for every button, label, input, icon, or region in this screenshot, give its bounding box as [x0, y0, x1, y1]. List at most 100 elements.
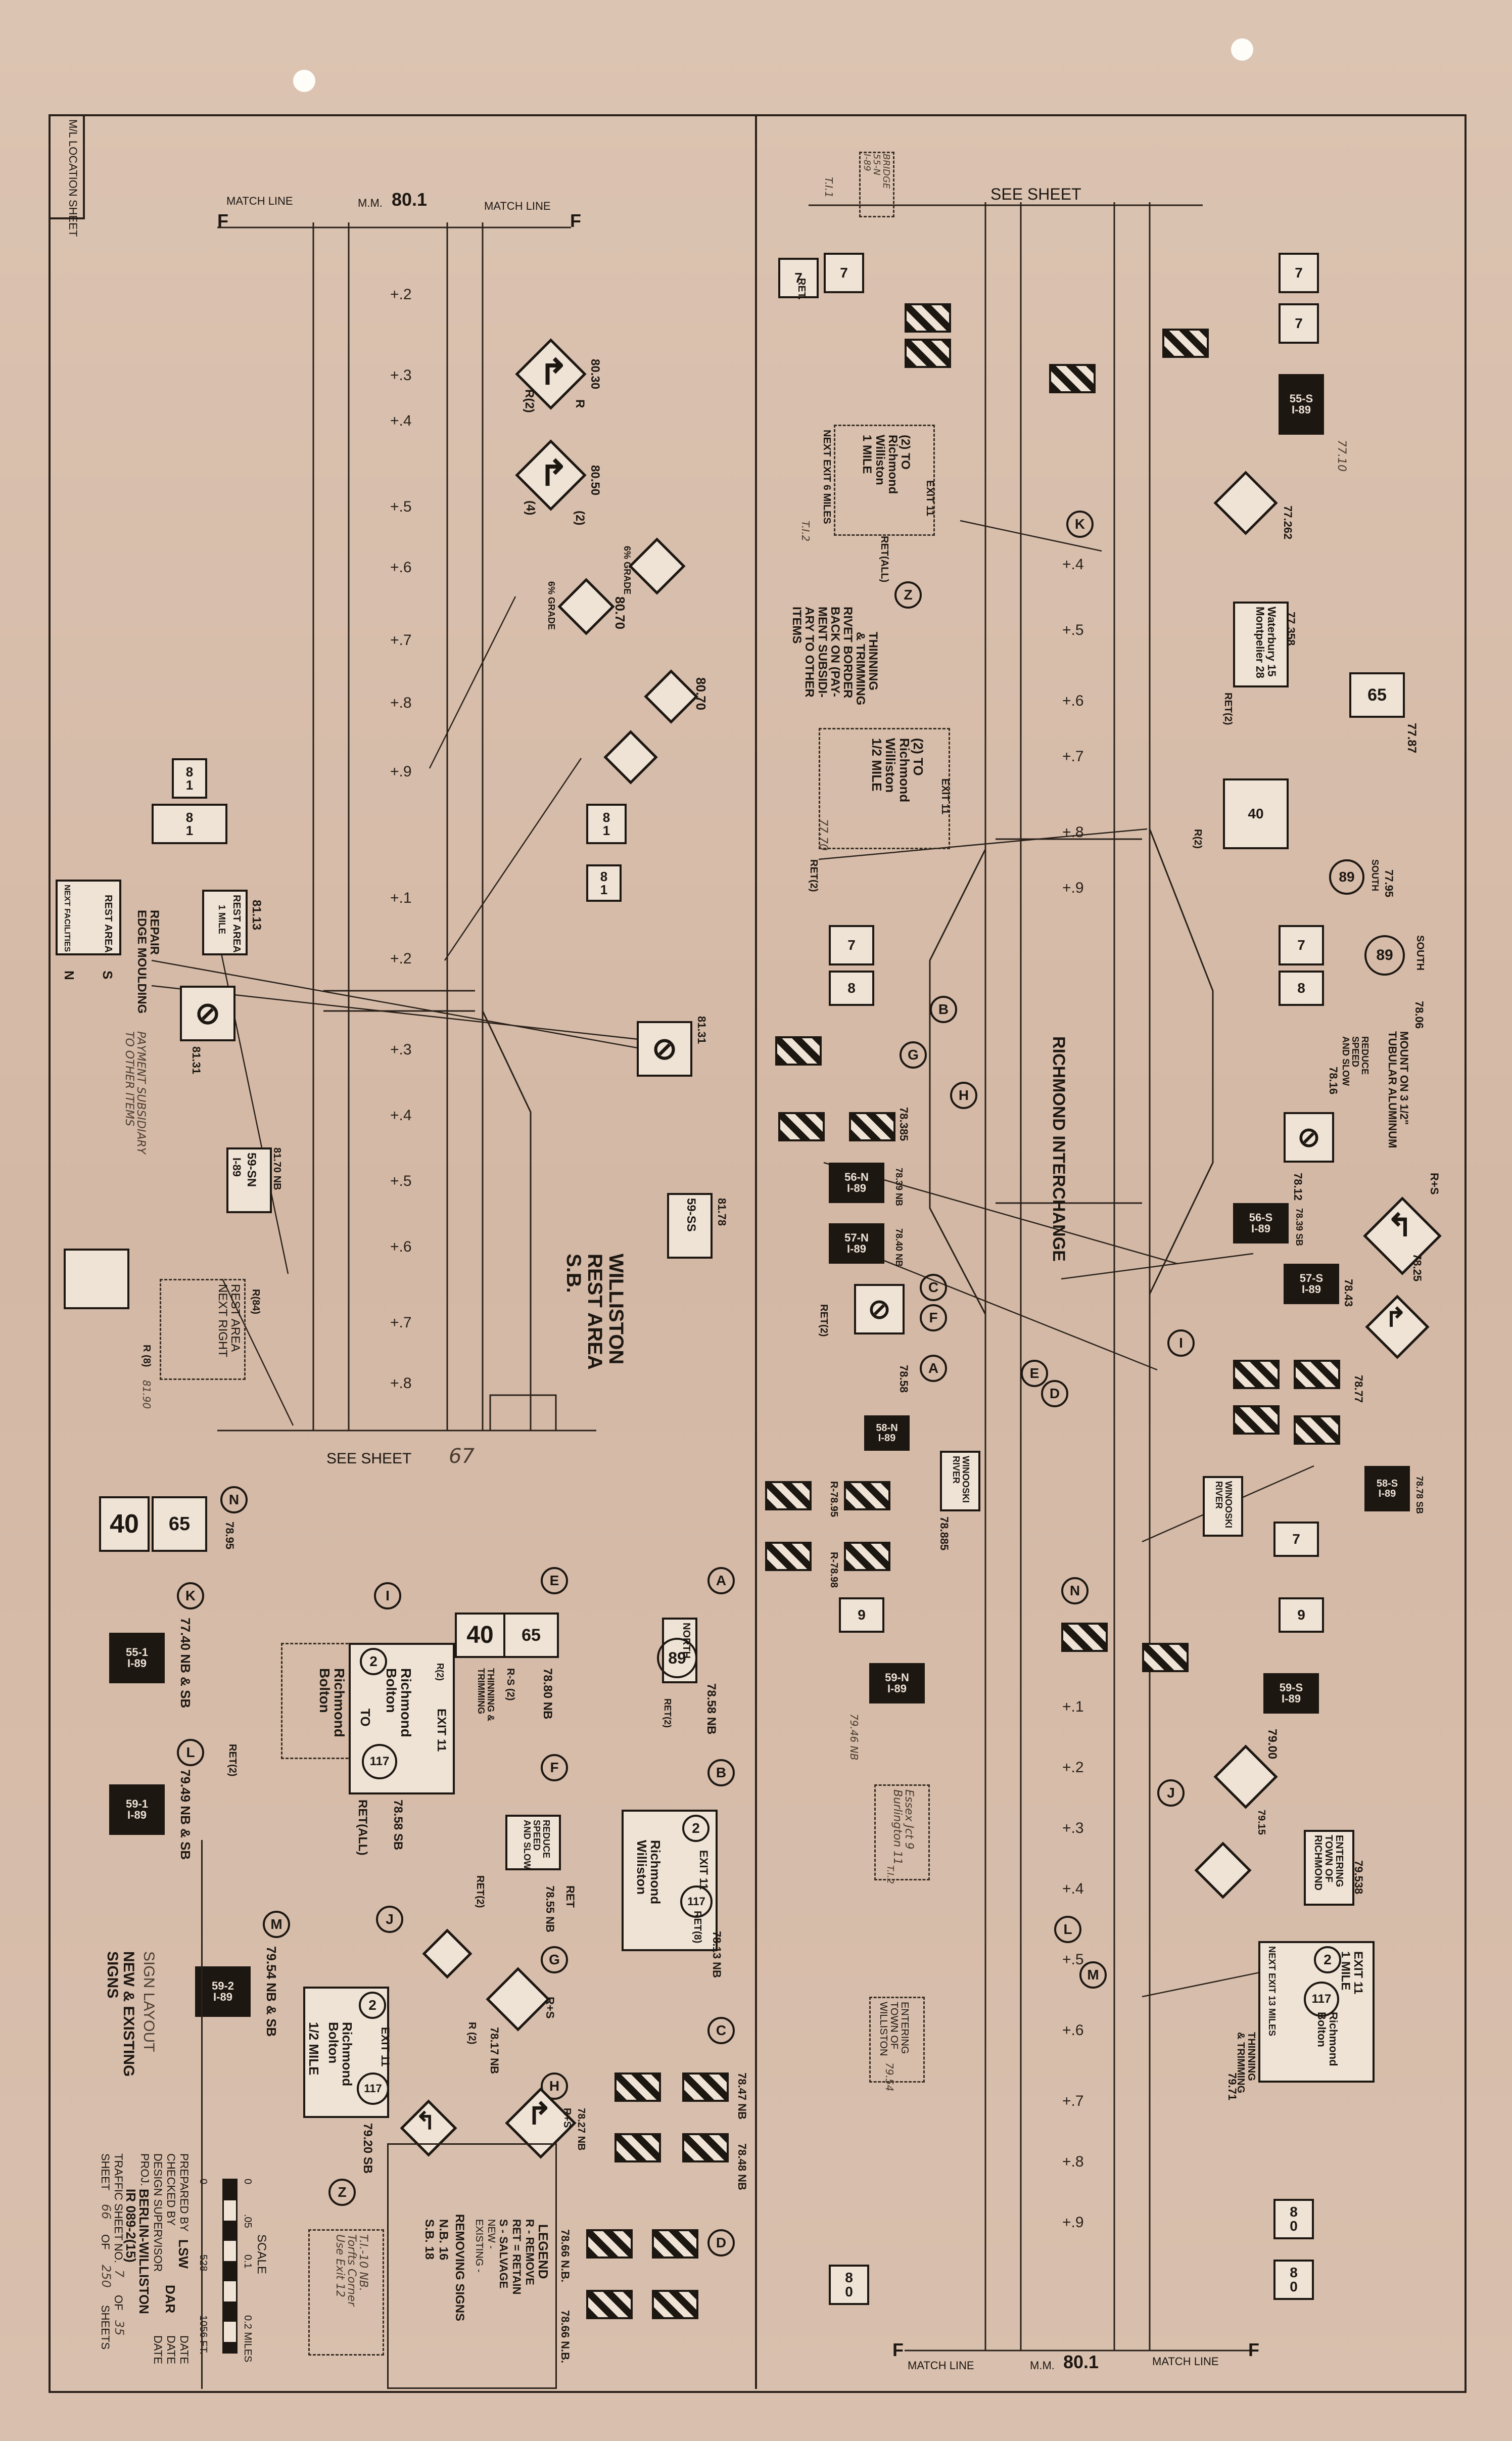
note-label: RET(2): [227, 1744, 238, 1777]
detail-marker-c: C: [707, 2017, 735, 2044]
station-label: +.5: [1062, 1951, 1084, 1968]
exit-sign-box: [819, 728, 950, 849]
station-label: +.7: [1062, 2093, 1084, 2109]
mm-label: R-78.95: [828, 1481, 839, 1517]
mm-label: 81.78: [716, 1198, 728, 1226]
bottom-f-marker: F: [892, 2339, 904, 2360]
mm-label: 78.385: [897, 1107, 910, 1141]
station-label: +.7: [390, 632, 412, 649]
mm-label: 78.66 N.B.: [559, 2229, 572, 2283]
object-marker: [586, 2229, 633, 2259]
river-sign-text: WINOOSKI RIVER: [1214, 1481, 1234, 1528]
no-u-turn-sign: ⊘: [854, 1284, 905, 1334]
mm-label: 78.06: [1413, 1001, 1426, 1029]
exit-sign-text-2: Richmond Bolton: [1315, 2012, 1340, 2066]
station-label: +.6: [390, 559, 412, 576]
grade-sign-text: 6% GRADE: [622, 546, 632, 595]
scale-tick: .05: [242, 2214, 253, 2228]
object-marker: [1294, 1360, 1340, 1389]
distance-sign: [1233, 602, 1289, 687]
town-line-sign: [1304, 1830, 1354, 1906]
mm-label: 78.58: [897, 1365, 910, 1393]
river-sign: [1203, 1476, 1243, 1537]
station-label: +.9: [1062, 880, 1084, 896]
detail-marker-a: A: [920, 1355, 947, 1382]
checked-by-name: DAR: [163, 2285, 178, 2314]
mm-label: 78.58 NB: [704, 1683, 718, 1735]
scale-feet: 1056 FT.: [198, 2315, 209, 2355]
removing-signs-title: REMOVING SIGNS: [453, 2214, 466, 2322]
mm-label: 81.90: [140, 1380, 153, 1409]
mm-label: 80.50: [588, 465, 602, 496]
station-label: +.2: [1062, 1759, 1084, 1776]
exit-number: EXIT 11: [379, 2027, 392, 2067]
bridge-sign: [667, 1193, 713, 1259]
new-existing-title: NEW & EXISTING SIGNS: [104, 1951, 137, 2077]
exit-sign-text: EXIT 11 1 MILE: [1338, 1951, 1365, 1995]
merge-arrow-icon: ↱: [1385, 1303, 1407, 1332]
reduce-speed-text: REDUCE SPEED AND SLOW: [1341, 1036, 1370, 1086]
curve-arrow-icon: ↱: [539, 453, 569, 493]
mm-label: 77.10: [1335, 440, 1348, 472]
route-shield: 2: [1314, 1946, 1341, 1973]
mm-label: 79.00: [1265, 1729, 1279, 1760]
note-label: R: [573, 399, 587, 408]
route-shield: 117: [362, 1744, 397, 1779]
left-match-line-label: MATCH LINE: [226, 195, 293, 207]
project-name: BERLIN-WILLISTON: [136, 2189, 152, 2314]
exit-sign-text: (2) TO Richmond Williston 1/2 MILE: [869, 738, 926, 803]
bridge-sign: [226, 1147, 272, 1213]
object-marker: [844, 1542, 890, 1571]
scale-tick: 0.2 MILES: [242, 2315, 253, 2363]
scale-feet: 0: [198, 2179, 209, 2185]
object-marker: [1049, 364, 1096, 393]
mm-label: 81.31: [190, 1046, 203, 1075]
station-label: +.7: [390, 1314, 412, 1331]
mm-label: 78.47 NB: [736, 2072, 748, 2120]
note-label: R (8): [141, 1345, 152, 1367]
mount-note: MOUNT ON 3 1/2" TUBULAR ALUMINUM: [1386, 1031, 1410, 1148]
mm-label: 79.71: [1226, 2072, 1239, 2101]
next-facilities-text: NEXT FACILITIES: [63, 885, 71, 952]
mm-label: 78.17 NB: [488, 2027, 501, 2074]
object-marker: [844, 1481, 890, 1510]
ti-note: T.I.2: [885, 1865, 895, 1884]
mm-label: 77.358: [1285, 612, 1297, 646]
object-marker: [905, 339, 951, 368]
see-sheet-label: SEE SHEET: [326, 1450, 412, 1467]
speed-limit-sign: 65: [503, 1613, 559, 1658]
mm-label: 77.87: [1405, 723, 1419, 754]
station-label: +.8: [390, 1375, 412, 1392]
note-label: R(2): [523, 389, 536, 413]
exit-text: Richmond Williston: [634, 1840, 663, 1905]
punch-hole: [1231, 38, 1253, 61]
note-label: RET.: [796, 278, 807, 300]
speed-limit-sign-small: 40: [1223, 778, 1289, 849]
note-label: RET: [564, 1885, 577, 1908]
of-label: OF: [112, 2295, 125, 2311]
town-line-box: [869, 1997, 925, 2083]
sheet-frame: [49, 114, 1467, 2393]
mile-marker-sign: 7: [829, 925, 874, 965]
mm-label: 79.20 SB: [361, 2123, 374, 2174]
detail-marker-b: B: [707, 1759, 735, 1786]
sheet-num: 66: [99, 2204, 113, 2220]
station-label: +.6: [1062, 693, 1084, 709]
mm-label: 81.13: [250, 900, 263, 931]
station-label: +.1: [390, 890, 412, 906]
object-marker: [652, 2290, 698, 2319]
detail-marker-f: F: [920, 1304, 947, 1331]
sheet-label: SHEET: [99, 2153, 112, 2191]
object-marker: [615, 2133, 661, 2162]
rest-area-next-right-text: REST AREA NEXT RIGHT: [215, 1284, 242, 1357]
object-marker: [1162, 329, 1209, 358]
essex-sign-text: Essex Jct 9 Burlington 11: [890, 1789, 915, 1865]
object-marker: [615, 2072, 661, 2102]
next-exit-text: NEXT EXIT 6 MILES: [821, 430, 832, 524]
reduce-speed-sign: [505, 1815, 561, 1870]
